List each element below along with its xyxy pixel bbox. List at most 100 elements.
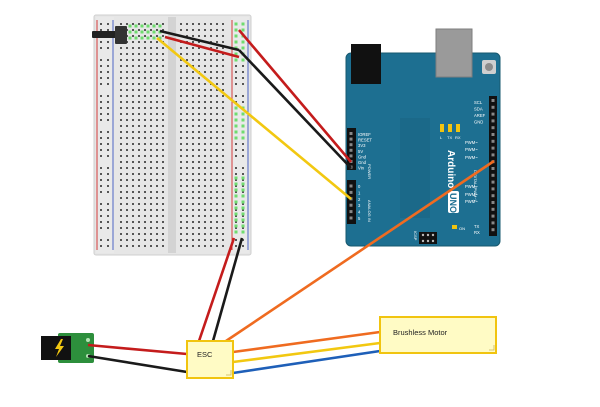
- brushless-motor[interactable]: Brushless Motor: [379, 316, 497, 354]
- rail-hole: [235, 83, 237, 85]
- breadboard-hole: [132, 245, 134, 247]
- digital-pin[interactable]: [491, 187, 495, 191]
- analog-pin[interactable]: [349, 184, 353, 188]
- digital-pin[interactable]: [491, 214, 495, 218]
- digital-pin[interactable]: [491, 146, 495, 150]
- power-pin-label: RESET: [358, 138, 372, 143]
- breadboard-hole: [132, 35, 134, 37]
- arduino-power-jack[interactable]: [351, 44, 381, 84]
- breadboard-hole: [144, 161, 146, 163]
- power-pin[interactable]: [349, 143, 353, 147]
- esc-box[interactable]: [186, 340, 234, 379]
- digital-pin[interactable]: [491, 153, 495, 157]
- breadboard-hole: [210, 143, 212, 145]
- breadboard-hole: [210, 245, 212, 247]
- breadboard-hole: [180, 101, 182, 103]
- breadboard-hole: [156, 107, 158, 109]
- rail-hole: [100, 101, 102, 103]
- breadboard-hole: [150, 197, 152, 199]
- breadboard-hole: [120, 191, 122, 193]
- power-pin[interactable]: [349, 137, 353, 141]
- breadboard-hole: [150, 227, 152, 229]
- breadboard-hole: [192, 23, 194, 25]
- power-pin[interactable]: [349, 154, 353, 158]
- breadboard-hole: [210, 197, 212, 199]
- breadboard-hole: [144, 107, 146, 109]
- digital-pin[interactable]: [491, 194, 495, 198]
- breadboard-hole: [222, 179, 224, 181]
- breadboard-hole: [186, 173, 188, 175]
- analog-pin[interactable]: [349, 210, 353, 214]
- esc-corner-mark: [226, 370, 232, 376]
- rail-hole: [107, 101, 109, 103]
- esc-module[interactable]: ESC: [186, 340, 234, 379]
- power-pin[interactable]: [349, 148, 353, 152]
- led-l-label: L: [440, 135, 443, 140]
- breadboard-hole: [186, 23, 188, 25]
- breadboard-hole: [180, 179, 182, 181]
- breadboard-hole: [180, 77, 182, 79]
- arduino-brand-text: Arduino: [445, 150, 456, 188]
- analog-pin[interactable]: [349, 216, 353, 220]
- potentiometer-knob[interactable]: [92, 31, 116, 38]
- power-pin[interactable]: [349, 132, 353, 135]
- breadboard-hole: [210, 65, 212, 67]
- power-pin-label: 3V3: [358, 143, 366, 148]
- digital-pin[interactable]: [491, 167, 495, 170]
- breadboard-hole: [144, 53, 146, 55]
- digital-pin[interactable]: [491, 139, 495, 143]
- breadboard-hole: [222, 23, 224, 25]
- rx-pin-label: RX: [474, 230, 480, 235]
- digital-pin[interactable]: [491, 180, 495, 184]
- breadboard-hole: [210, 149, 212, 151]
- analog-pin-label: 0: [358, 184, 361, 189]
- digital-pin[interactable]: [491, 201, 495, 204]
- rail-hole: [107, 185, 109, 187]
- breadboard-hole: [126, 77, 128, 79]
- wire-yellow-pot-signal: [156, 36, 352, 201]
- breadboard-hole: [156, 35, 158, 37]
- breadboard-hole: [204, 89, 206, 91]
- digital-pin[interactable]: [491, 105, 495, 109]
- breadboard-hole: [144, 35, 146, 37]
- breadboard-hole: [138, 215, 140, 217]
- potentiometer: [92, 26, 127, 44]
- breadboard-hole: [222, 203, 224, 205]
- breadboard-hole: [162, 59, 164, 61]
- analog-pin[interactable]: [349, 203, 353, 207]
- digital-pin[interactable]: [491, 133, 495, 136]
- breadboard-hole: [180, 23, 182, 25]
- breadboard-hole: [162, 179, 164, 181]
- breadboard-hole: [120, 47, 122, 49]
- breadboard-hole: [210, 173, 212, 175]
- breadboard-hole: [120, 77, 122, 79]
- usb-port[interactable]: [435, 28, 473, 78]
- reset-button-cap[interactable]: [485, 63, 493, 71]
- breadboard-hole: [210, 221, 212, 223]
- connected-rail-hole: [234, 112, 238, 116]
- rail-hole: [100, 239, 102, 241]
- rail-hole: [100, 149, 102, 151]
- digital-pin[interactable]: [491, 221, 495, 225]
- digital-pin[interactable]: [491, 112, 495, 116]
- breadboard-hole: [216, 53, 218, 55]
- digital-pin[interactable]: [491, 173, 495, 177]
- breadboard-hole: [216, 71, 218, 73]
- breadboard-hole: [120, 185, 122, 187]
- rail-hole: [242, 227, 244, 229]
- analog-pin[interactable]: [349, 190, 353, 194]
- digital-pin[interactable]: [491, 228, 495, 232]
- digital-pin[interactable]: [491, 119, 495, 123]
- rail-hole: [100, 65, 102, 67]
- breadboard-hole: [138, 167, 140, 169]
- breadboard-hole: [132, 167, 134, 169]
- icsp-label: ICSP: [413, 231, 418, 241]
- motor-box[interactable]: [379, 316, 497, 354]
- breadboard-hole: [126, 215, 128, 217]
- rail-hole: [100, 119, 102, 121]
- breadboard-hole: [180, 215, 182, 217]
- digital-pin[interactable]: [491, 207, 495, 211]
- digital-pin[interactable]: [491, 126, 495, 130]
- rail-hole: [107, 239, 109, 241]
- digital-pin[interactable]: [491, 99, 495, 102]
